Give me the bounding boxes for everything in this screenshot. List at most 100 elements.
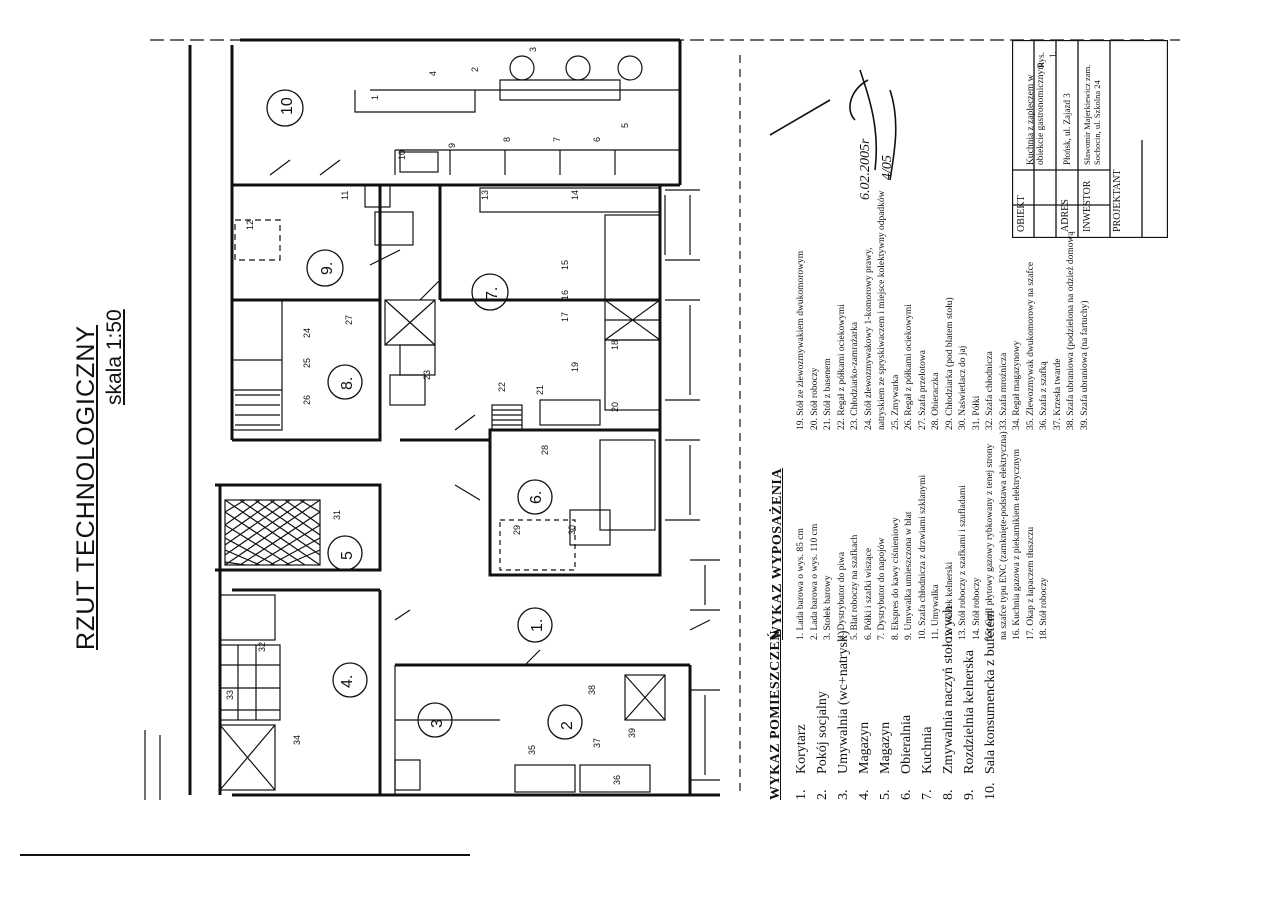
- equipment-mark: 35: [527, 745, 537, 755]
- room-circles: [266, 89, 583, 740]
- equipment-mark: 26: [302, 395, 312, 405]
- equipment-item: 29. Chłodziarka (pod blatem stołu): [944, 297, 955, 430]
- equipment-mark: 10: [397, 150, 407, 160]
- room-mark: 4.: [339, 675, 356, 688]
- equipment-mark: 21: [535, 385, 545, 395]
- room-list-name: Umywalnia (wc+natrysk): [836, 630, 851, 774]
- equipment-item: 27. Szafa przelotowa: [917, 350, 928, 430]
- equipment-item: 16. Kuchnia gazowa z piekarnikiem elektr…: [1012, 449, 1022, 640]
- equipment-mark: 6: [592, 137, 602, 142]
- tb-projektant-label: PROJEKTANT: [1112, 169, 1123, 232]
- drawing-scale: skala 1:50: [103, 309, 126, 405]
- equipment-item: 25. Zmywarka: [890, 374, 901, 430]
- room-list-number: 7.: [920, 789, 935, 801]
- room-mark: 7.: [484, 287, 501, 300]
- handwritten-date: 6.02.2005r: [858, 138, 873, 200]
- signature-handwriting: [769, 69, 897, 181]
- equipment-mark: 9: [447, 143, 457, 148]
- room-mark: 8.: [339, 377, 356, 390]
- equipment-item: 17. Okap z łapaczem tłuszczu: [1025, 526, 1036, 640]
- room-list-number: 6.: [899, 789, 914, 801]
- tb-adres-value: Płońsk, ul. Zajazd 3: [1062, 93, 1072, 165]
- equipment-item: 24. Stół zlewozmywakowy 1-komorowy prawy…: [863, 247, 874, 431]
- equipment-mark: 28: [540, 445, 550, 455]
- equipment-item: 12. Wózek kelnerski: [944, 561, 955, 640]
- room-list-number: 2.: [815, 789, 830, 801]
- equipment-list: WYKAZ WYPOSAŻENIA: [770, 468, 786, 640]
- room-mark: 5: [339, 551, 356, 560]
- equipment-item: 33. Szafa mroźnicza: [998, 352, 1009, 430]
- room-list-name: Magazyn: [878, 721, 893, 774]
- room-list-number: 3.: [836, 789, 851, 801]
- handwritten-number: 4/05: [880, 155, 895, 180]
- equipment-mark: 39: [627, 728, 637, 738]
- equipment-list-heading: WYKAZ WYPOSAŻENIA: [770, 468, 785, 640]
- equipment-mark: 17: [560, 312, 570, 322]
- equipment-item: 18. Stół roboczy: [1039, 577, 1049, 640]
- tb-rys-label: Rys.: [1036, 52, 1046, 68]
- equipment-mark: 2: [470, 67, 480, 72]
- equipment-mark: 38: [587, 685, 597, 695]
- equipment-item: 21. Stół z basenem: [823, 358, 833, 430]
- equipment-mark: 32: [257, 642, 267, 652]
- equipment-mark: 36: [612, 775, 622, 785]
- equipment-mark: 34: [292, 735, 302, 745]
- equipment-mark: 15: [560, 260, 570, 270]
- equipment-item: 9. Umywalka umieszczona w blat: [904, 511, 914, 640]
- equipment-item: 15. Grill płytowy gazowy rybkowany z ten…: [985, 443, 995, 640]
- tb-inwestor-label: INWESTOR: [1082, 180, 1093, 232]
- equipment-mark: 33: [225, 690, 235, 700]
- equipment-mark: 5: [620, 123, 630, 128]
- equipment-mark: 27: [344, 315, 354, 325]
- room-list-name: Kuchnia: [920, 726, 935, 774]
- equipment-item: 6. Półki i szafki wiszące: [863, 547, 874, 640]
- equipment-item: 2. Lada barowa o wys. 110 cm: [809, 523, 820, 640]
- room-mark: 3: [429, 719, 446, 728]
- tb-inwestor-value: Sławomir Majerkiewicz zam. Sochocin, ul.…: [1082, 64, 1102, 165]
- room-list-number: 1.: [794, 789, 809, 801]
- equipment-item: 3. Stołek barowy: [823, 575, 833, 640]
- tb-obiekt-value: Kuchnia z zapleczem w obiekcie gastronom…: [1026, 62, 1046, 165]
- room-mark: 9.: [319, 262, 336, 275]
- room-list-number: 8.: [941, 789, 956, 801]
- equipment-mark: 19: [570, 362, 580, 372]
- room-list-name: Obieralnia: [899, 714, 914, 774]
- room-list-name: Pokój socjalny: [815, 691, 830, 774]
- tb-obiekt-label: OBIEKT: [1016, 195, 1027, 232]
- equipment-mark: 4: [428, 71, 438, 76]
- equipment-mark: 30: [567, 525, 577, 535]
- equipment-item: 19. Stół ze zlewozmywakiem dwukomorowym: [796, 250, 806, 430]
- equipment-mark: 18: [610, 340, 620, 350]
- room-list-name: Korytarz: [794, 724, 809, 774]
- equipment-item: 7. Dystrybutor do napojów: [877, 537, 887, 640]
- equipment-item: 5. Blat roboczy na szafkach: [850, 534, 860, 640]
- equipment-mark: 13: [480, 190, 490, 200]
- room-mark: 2: [559, 721, 576, 730]
- drawing-title: RZUT TECHNOLOGICZNY: [72, 324, 100, 650]
- tb-rys-value: 1.: [1048, 51, 1058, 58]
- equipment-item: 4. Dystrybutor do piwa: [836, 551, 847, 640]
- equipment-item: natryskiem ze spryskiwaczem i miejsce ko…: [877, 190, 887, 430]
- equipment-mark: 16: [560, 290, 570, 300]
- room-list-number: 9.: [962, 789, 977, 801]
- equipment-item: 23. Chłodziarko-zamrażarka: [850, 321, 860, 430]
- equipment-item: 31. Półki: [971, 395, 982, 430]
- plan-details: [20, 39, 1180, 856]
- equipment-mark: 31: [332, 510, 342, 520]
- equipment-item: 11. Umywalka: [931, 584, 941, 640]
- equipment-mark: 23: [422, 370, 432, 380]
- title-block: OBIEKT Kuchnia z zapleczem w obiekcie ga…: [1012, 40, 1168, 238]
- equipment-mark: 7: [552, 137, 562, 142]
- room-mark: 10: [279, 97, 296, 115]
- equipment-mark: 8: [502, 137, 512, 142]
- tb-adres-label: ADRES: [1060, 199, 1071, 232]
- equipment-item: 14. Stół roboczy: [971, 577, 982, 640]
- room-mark: 1.: [529, 619, 546, 632]
- room-list-number: 4.: [857, 789, 872, 801]
- room-marks: 1.234.56.7.8.9.10: [279, 97, 576, 730]
- equipment-mark: 37: [592, 738, 602, 748]
